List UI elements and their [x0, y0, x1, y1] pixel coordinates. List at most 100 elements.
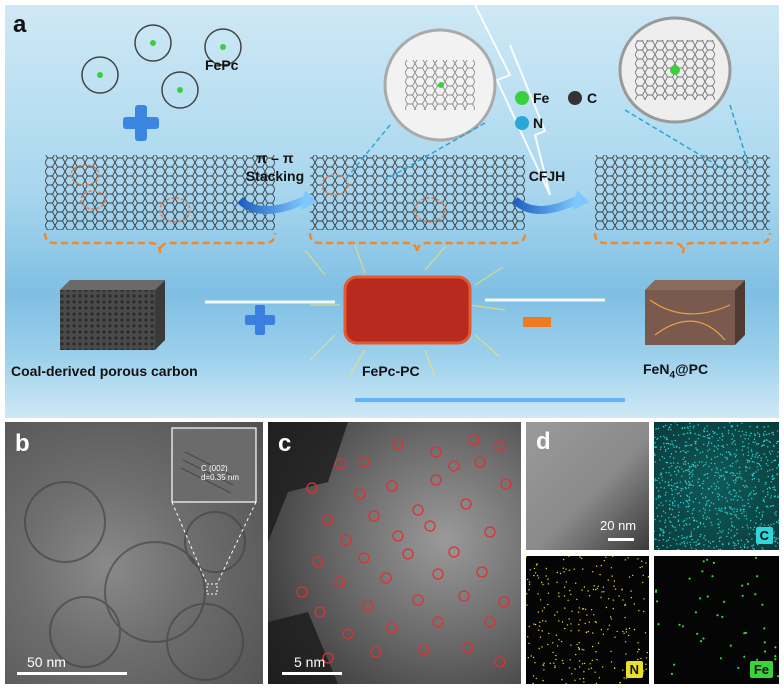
map-dot	[712, 503, 715, 505]
map-dot	[710, 458, 713, 460]
map-dot	[731, 425, 734, 427]
map-dot	[712, 430, 714, 433]
map-dot	[547, 592, 550, 594]
map-dot	[758, 480, 760, 482]
map-dot	[697, 434, 699, 436]
map-dot	[597, 642, 600, 644]
map-dot	[684, 487, 687, 489]
map-dot	[710, 502, 712, 504]
graphene-sheet-middle	[310, 155, 525, 230]
map-dot	[588, 668, 590, 670]
map-dot	[595, 621, 597, 624]
map-dot	[731, 525, 734, 527]
map-dot	[542, 620, 544, 622]
map-dot	[710, 442, 713, 444]
map-dot	[685, 523, 687, 525]
map-dot	[732, 499, 735, 501]
map-dot	[585, 631, 587, 634]
map-dot	[579, 556, 581, 558]
map-dot	[613, 585, 615, 587]
map-dot	[569, 589, 571, 592]
map-dot	[543, 607, 546, 609]
map-dot	[688, 470, 690, 473]
map-dot	[740, 539, 743, 541]
map-dot	[704, 463, 706, 466]
map-dot	[716, 545, 718, 548]
map-dot	[716, 468, 719, 470]
map-dot	[688, 496, 691, 498]
map-dot	[713, 432, 715, 435]
map-dot	[645, 663, 647, 665]
map-dot	[643, 598, 645, 600]
map-dot	[538, 647, 540, 650]
map-dot	[681, 535, 683, 537]
map-dot	[758, 462, 760, 465]
map-dot	[763, 501, 766, 503]
map-dot	[735, 478, 737, 481]
map-dot	[659, 527, 661, 530]
map-dot	[555, 658, 557, 661]
map-dot	[694, 441, 696, 443]
map-dot	[735, 492, 737, 494]
map-dot	[654, 480, 656, 482]
map-dot	[668, 472, 670, 474]
map-dot	[753, 477, 756, 480]
map-dot	[541, 581, 543, 584]
map-dot	[661, 476, 663, 478]
map-dot	[654, 461, 656, 463]
map-dot	[743, 655, 746, 658]
fepc-molecules	[81, 24, 242, 109]
map-dot	[612, 607, 614, 610]
map-dot	[625, 628, 627, 630]
map-dot	[729, 422, 731, 424]
map-dot	[682, 502, 685, 504]
map-dot	[673, 497, 675, 499]
map-dot	[624, 559, 626, 561]
map-dot	[670, 488, 672, 490]
map-dot	[645, 562, 647, 564]
map-dot	[705, 473, 707, 476]
map-dot	[753, 438, 756, 440]
map-dot	[776, 455, 779, 457]
map-dot	[716, 513, 718, 515]
map-dot	[667, 447, 670, 450]
map-dot	[731, 472, 733, 474]
map-dot	[528, 642, 530, 645]
map-dot	[723, 467, 726, 469]
map-dot	[751, 450, 753, 453]
map-dot	[692, 517, 694, 519]
map-dot	[718, 476, 721, 479]
map-dot	[689, 544, 692, 546]
map-dot	[664, 512, 667, 514]
map-dot	[773, 477, 775, 479]
map-dot	[754, 434, 756, 437]
map-dot	[685, 499, 687, 502]
map-dot	[745, 466, 747, 468]
map-dot	[587, 590, 589, 592]
map-dot	[534, 623, 537, 626]
map-dot	[662, 545, 664, 547]
map-dot	[658, 504, 660, 506]
map-dot	[744, 438, 746, 440]
map-dot	[777, 537, 779, 540]
map-dot	[656, 438, 658, 440]
map-dot	[671, 524, 673, 527]
map-dot	[746, 459, 749, 461]
map-dot	[736, 477, 738, 479]
map-dot	[747, 527, 749, 529]
map-dot	[688, 523, 691, 525]
map-dot	[763, 524, 766, 526]
map-dot	[687, 500, 689, 503]
map-dot	[756, 462, 758, 464]
map-dot	[772, 475, 774, 477]
map-dot	[688, 487, 690, 489]
map-dot	[537, 611, 540, 613]
map-dot	[772, 486, 774, 489]
map-dot	[676, 493, 679, 495]
map-dot	[708, 509, 711, 511]
map-dot	[693, 425, 695, 427]
fen4-pc-block	[645, 280, 745, 345]
map-dot	[665, 450, 667, 453]
map-dot	[527, 578, 529, 581]
map-dot	[775, 538, 777, 541]
